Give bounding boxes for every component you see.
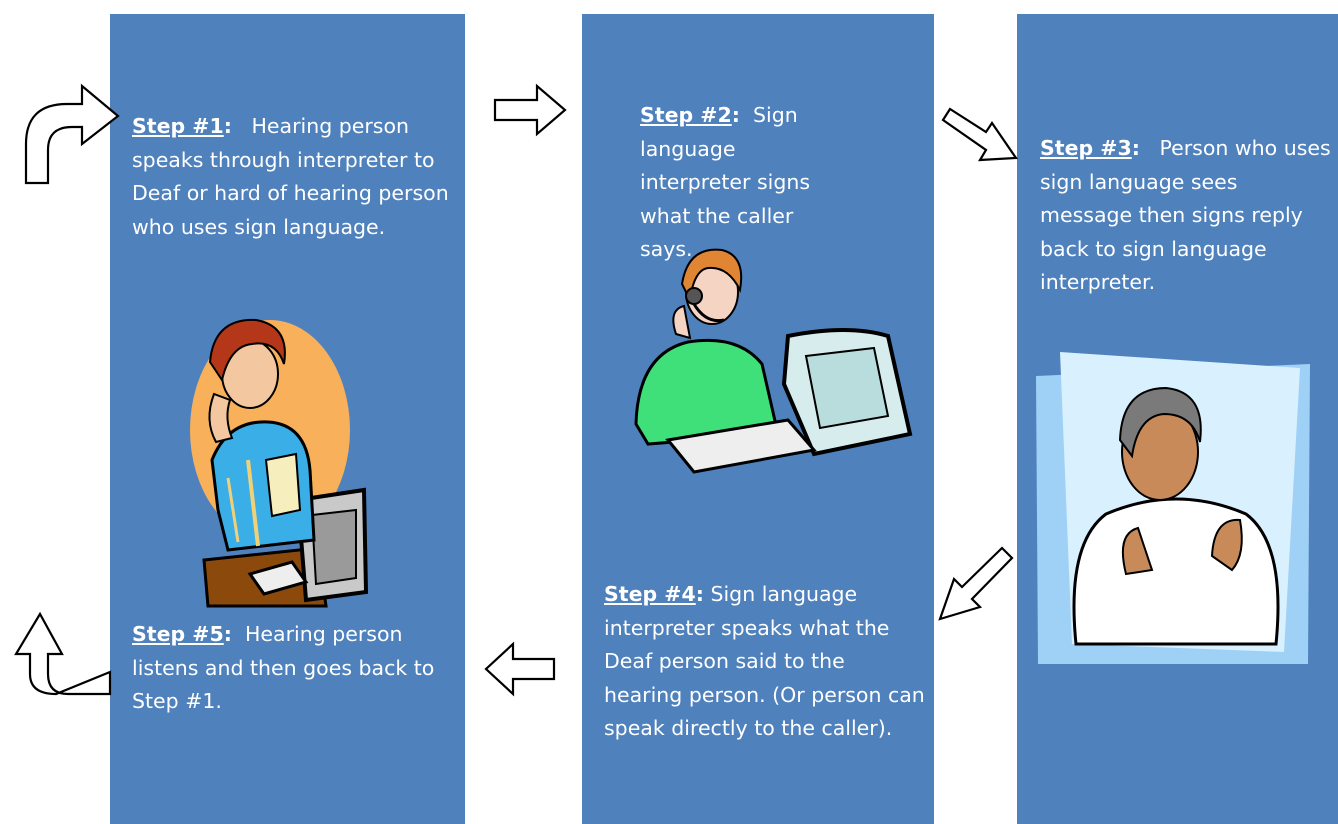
step-2-heading: Step #2 [640, 103, 732, 127]
bent-up-left-arrow-icon [14, 611, 112, 696]
interpreter-with-headset-illustration [634, 248, 913, 474]
step-3-body: Person who uses sign language sees messa… [1040, 136, 1331, 294]
step-3-heading: Step #3 [1040, 136, 1132, 160]
right-arrow-icon [493, 83, 567, 137]
step-5-heading: Step #5 [132, 622, 224, 646]
diagonal-down-left-arrow-icon [938, 546, 1014, 621]
step-4-heading: Step #4 [604, 582, 696, 606]
man-signing-illustration [1036, 352, 1310, 664]
step-2-body: Sign language interpreter signs what the… [640, 103, 811, 261]
diagonal-down-right-arrow-icon [941, 107, 1019, 162]
step-2-text: Step #2: Sign language interpreter signs… [640, 103, 811, 261]
step-4-body: Sign language interpreter speaks what th… [604, 582, 925, 740]
step-3-text: Step #3: Person who uses sign language s… [1040, 136, 1331, 294]
bent-up-right-arrow-icon [24, 83, 120, 185]
woman-on-phone-illustration [190, 318, 369, 608]
step-1-text: Step #1: Hearing person speaks through i… [132, 114, 449, 239]
step-4-text: Step #4: Sign language interpreter speak… [604, 582, 925, 740]
step-5-body: Hearing person listens and then goes bac… [132, 622, 435, 713]
step-1-heading: Step #1 [132, 114, 224, 138]
left-arrow-icon [484, 641, 556, 697]
step-5-text: Step #5: Hearing person listens and then… [132, 622, 435, 713]
step-1-body: Hearing person speaks through interprete… [132, 114, 449, 239]
